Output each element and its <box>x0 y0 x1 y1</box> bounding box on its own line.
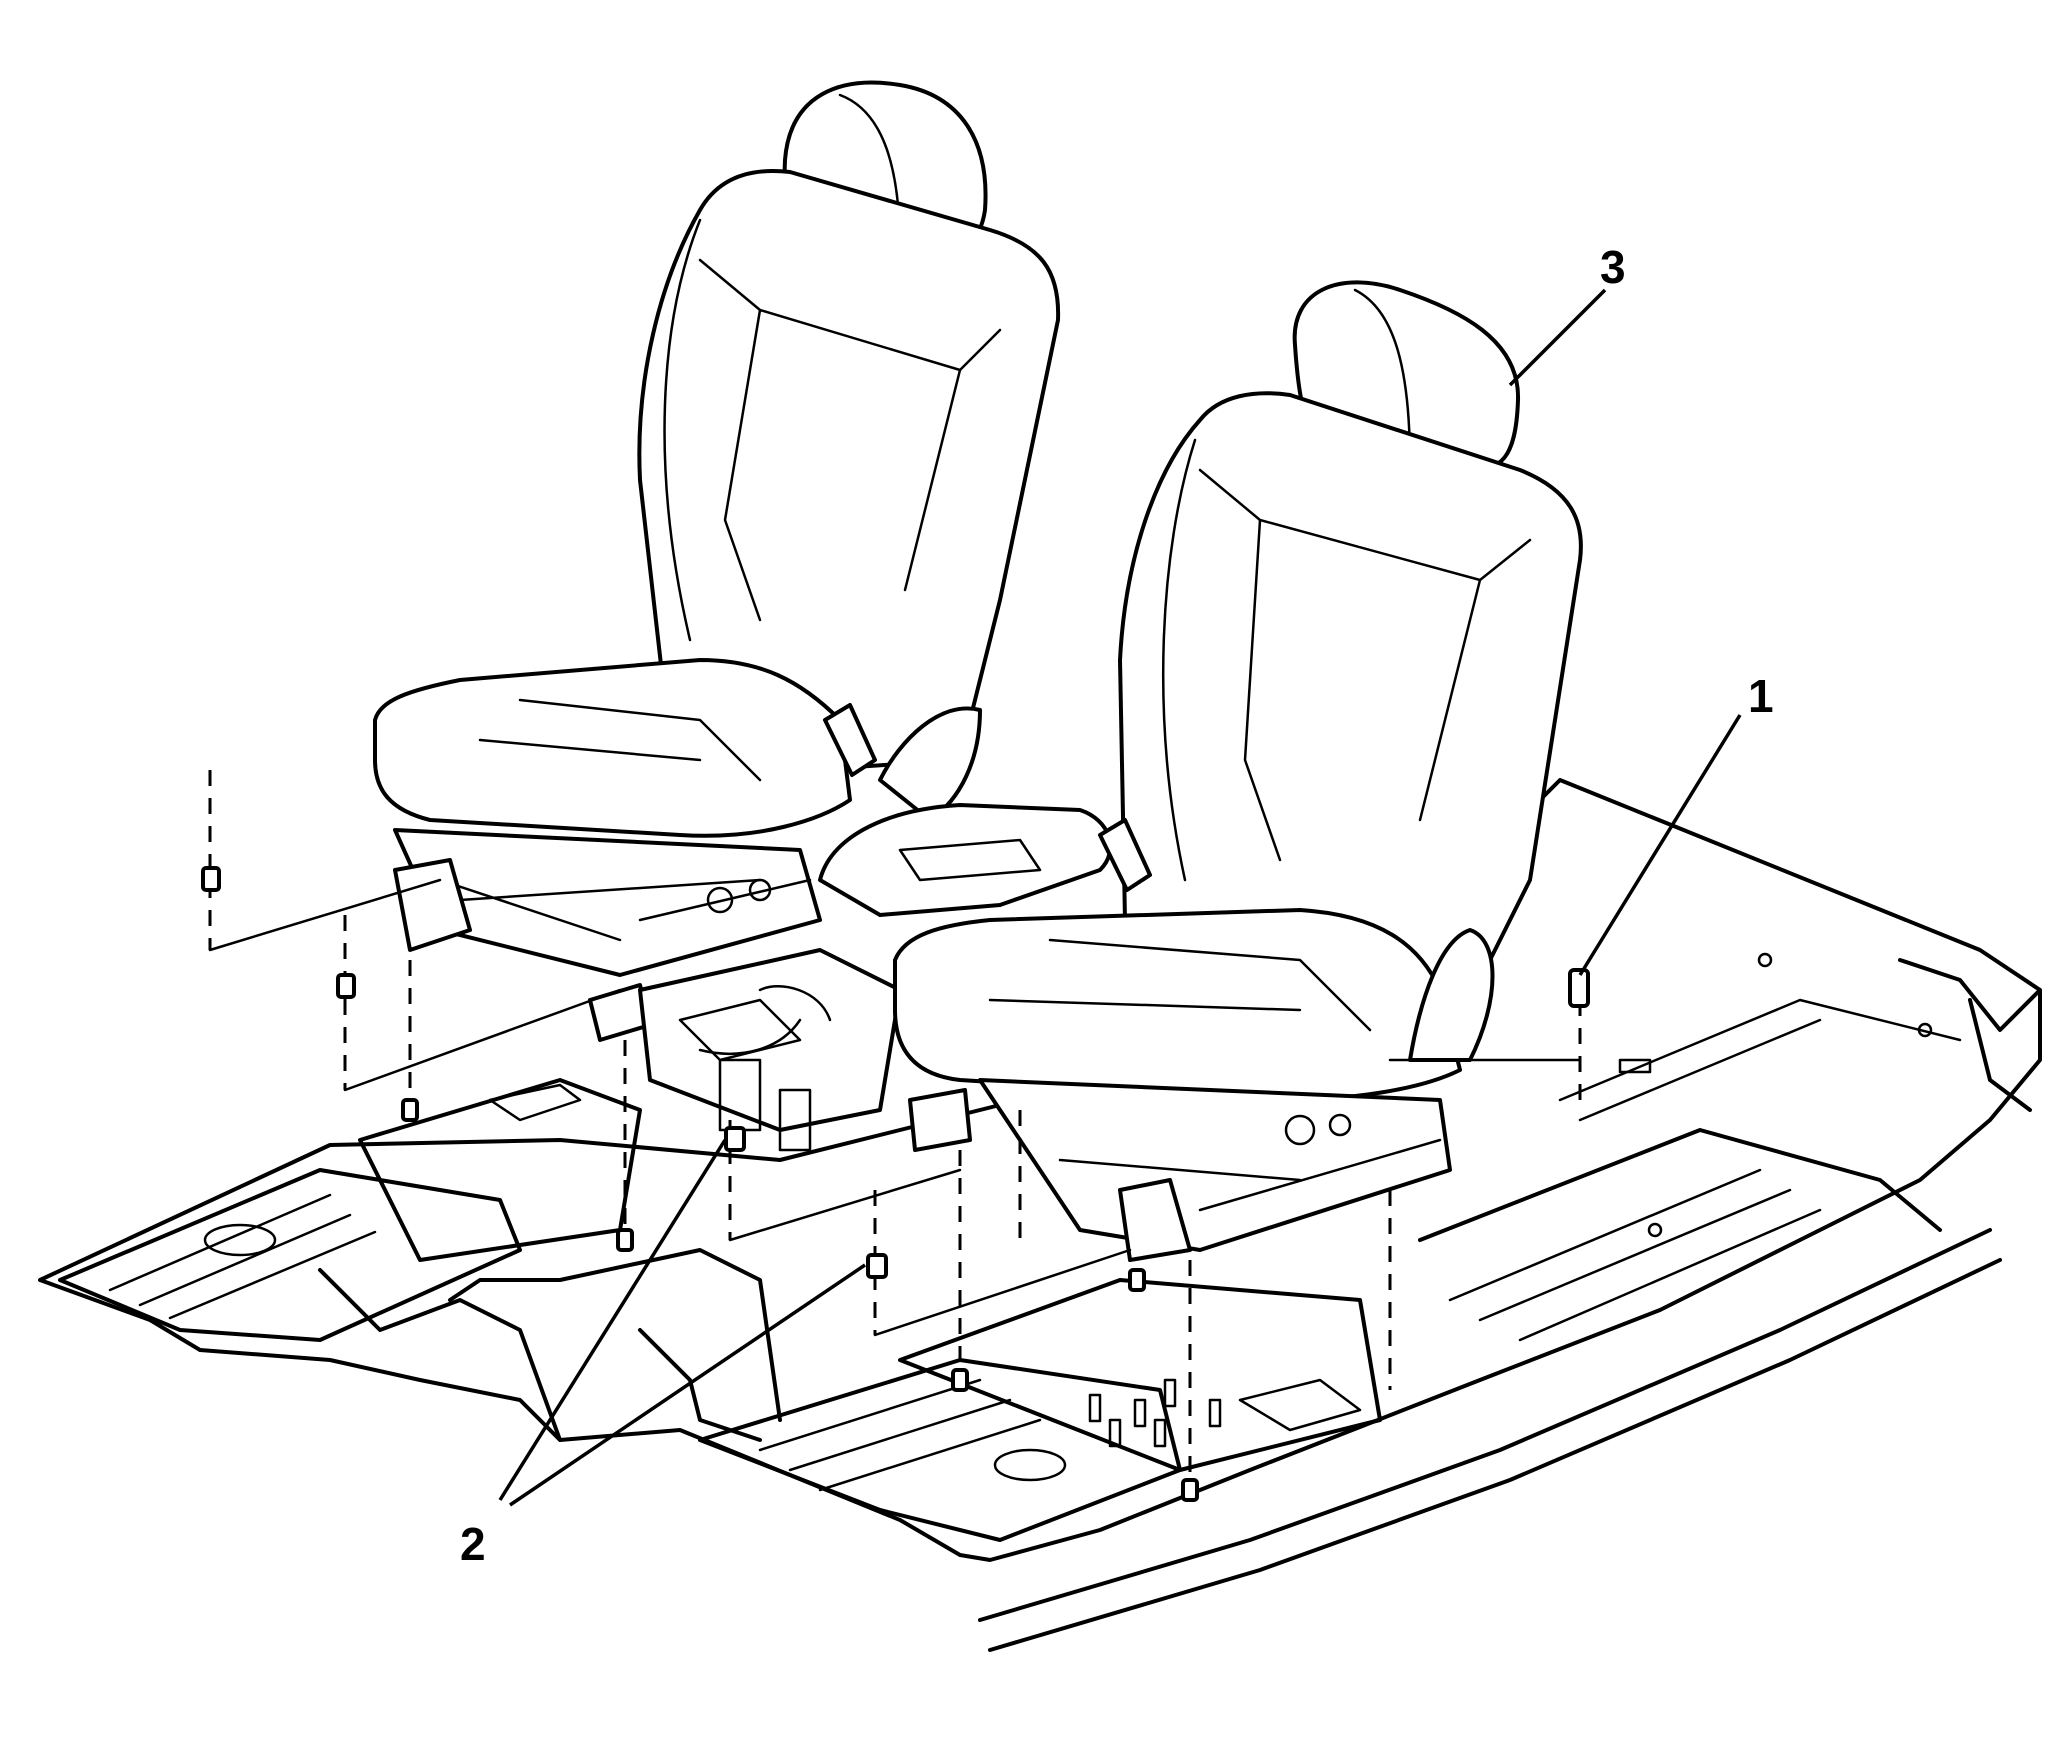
fastener-guides <box>208 770 1582 1480</box>
left-seat <box>373 80 1061 1042</box>
callout-1: 1 <box>1578 670 1774 976</box>
right-seat <box>893 280 1583 1262</box>
callout-2-label: 2 <box>460 1518 486 1570</box>
callout-1-label: 1 <box>1748 670 1774 722</box>
fasteners <box>201 866 1590 1502</box>
center-console <box>638 803 1113 1152</box>
callout-3-label: 3 <box>1600 241 1626 293</box>
callout-3: 3 <box>1508 241 1626 387</box>
callout-2: 2 <box>460 1139 866 1570</box>
